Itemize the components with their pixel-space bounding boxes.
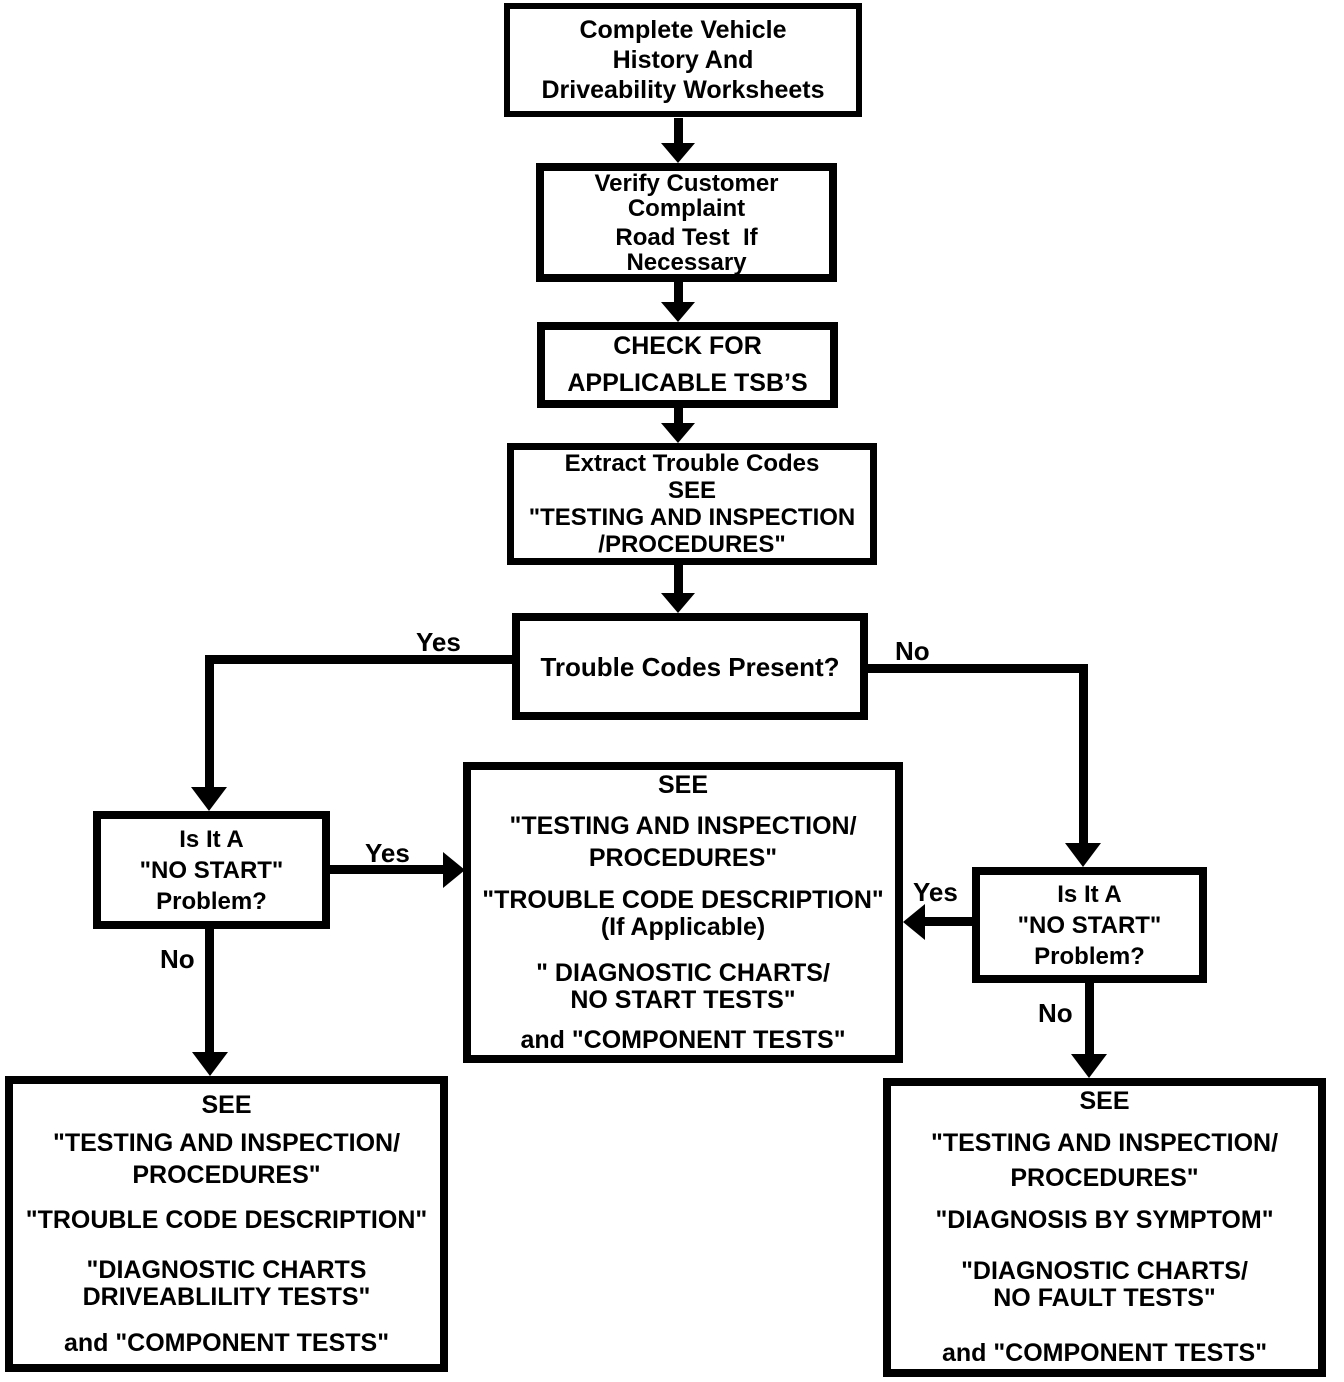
box-line: SEE — [657, 770, 709, 799]
label-no-left: No — [160, 944, 195, 974]
box-line: /PROCEDURES" — [598, 531, 786, 558]
arrow-down-icon — [1065, 843, 1101, 867]
box-complete-vehicle-history: Complete Vehicle History And Driveabilit… — [504, 3, 862, 117]
box-line: Problem? — [1034, 942, 1145, 970]
box-line: CHECK FOR — [613, 332, 762, 360]
connector-line — [925, 917, 972, 926]
label-yes-left: Yes — [365, 838, 410, 868]
box-line: SEE — [1079, 1087, 1130, 1115]
arrow-down-icon — [661, 593, 695, 613]
arrow-down-icon — [1071, 1054, 1107, 1078]
box-line: "TESTING AND INSPECTION — [528, 504, 856, 531]
box-see-driveability-tests: SEE "TESTING AND INSPECTION/ PROCEDURES"… — [5, 1076, 448, 1372]
box-line: SEE — [201, 1090, 252, 1119]
box-line: "TROUBLE CODE DESCRIPTION" — [25, 1205, 428, 1234]
box-line: Extract Trouble Codes — [564, 450, 820, 477]
arrow-down-icon — [661, 302, 695, 322]
box-line: "DIAGNOSTIC CHARTS — [86, 1255, 367, 1284]
box-line: Complete Vehicle — [579, 16, 787, 44]
box-line: History And — [612, 46, 754, 74]
box-line: Complaint — [627, 194, 746, 222]
box-line: (If Applicable) — [600, 912, 766, 941]
box-verify-customer-complaint: Verify Customer Complaint Road Test If N… — [536, 163, 837, 282]
arrow-down-icon — [191, 787, 227, 811]
label-yes-codes: Yes — [416, 627, 461, 657]
connector-line — [205, 929, 214, 1057]
connector-line — [330, 865, 445, 874]
box-see-no-fault-tests: SEE "TESTING AND INSPECTION/ PROCEDURES"… — [883, 1078, 1326, 1377]
box-line: and "COMPONENT TESTS" — [520, 1025, 846, 1054]
connector-line — [674, 118, 683, 146]
decision-trouble-codes-present: Trouble Codes Present? — [512, 613, 868, 720]
box-line: PROCEDURES" — [588, 843, 778, 872]
box-line: Verify Customer — [594, 169, 779, 197]
box-line: "TESTING AND INSPECTION/ — [52, 1128, 401, 1157]
box-line: "DIAGNOSTIC CHARTS/ — [961, 1257, 1248, 1285]
arrow-down-icon — [661, 143, 695, 163]
connector-line — [1085, 983, 1094, 1056]
box-line: "NO START" — [1017, 911, 1162, 939]
arrow-left-icon — [903, 904, 925, 940]
connector-line — [868, 664, 1088, 673]
connector-line — [674, 408, 683, 426]
box-line: and "COMPONENT TESTS" — [941, 1339, 1268, 1367]
connector-line — [674, 565, 683, 595]
decision-no-start-left: Is It A "NO START" Problem? — [93, 811, 330, 929]
label-no-codes: No — [895, 636, 930, 666]
box-line: Is It A — [179, 825, 244, 853]
arrow-down-icon — [192, 1052, 228, 1076]
label-yes-right: Yes — [913, 877, 958, 907]
box-line: PROCEDURES" — [132, 1160, 321, 1189]
box-line: Is It A — [1057, 880, 1122, 908]
box-line: "DIAGNOSIS BY SYMPTOM" — [935, 1206, 1274, 1234]
label-no-right: No — [1038, 998, 1073, 1028]
connector-line — [1079, 664, 1088, 845]
box-line: Trouble Codes Present? — [540, 651, 840, 682]
box-line: "TROUBLE CODE DESCRIPTION" — [482, 885, 884, 914]
box-line: DRIVEABLILITY TESTS" — [82, 1282, 371, 1311]
box-line: Problem? — [156, 887, 267, 915]
box-line: "TESTING AND INSPECTION/ — [930, 1129, 1279, 1157]
connector-line — [205, 655, 214, 790]
box-line: PROCEDURES" — [1010, 1164, 1199, 1192]
decision-no-start-right: Is It A "NO START" Problem? — [972, 867, 1207, 983]
box-line: Necessary — [626, 248, 747, 276]
box-extract-trouble-codes: Extract Trouble Codes SEE "TESTING AND I… — [507, 443, 877, 565]
box-see-no-start-tests: SEE "TESTING AND INSPECTION/ PROCEDURES"… — [463, 762, 903, 1063]
box-line: and "COMPONENT TESTS" — [63, 1328, 390, 1357]
box-line: APPLICABLE TSB’S — [567, 369, 808, 397]
box-line: Road Test If — [615, 223, 758, 251]
box-line: "NO START" — [139, 856, 284, 884]
connector-line — [674, 282, 683, 304]
box-line: NO FAULT TESTS" — [993, 1284, 1216, 1312]
box-line: " DIAGNOSTIC CHARTS/ — [536, 958, 830, 987]
box-line: SEE — [667, 477, 717, 504]
connector-line — [210, 655, 512, 664]
box-line: NO START TESTS" — [570, 985, 796, 1014]
arrow-right-icon — [443, 852, 465, 888]
box-check-tsbs: CHECK FOR APPLICABLE TSB’S — [537, 322, 838, 408]
arrow-down-icon — [661, 423, 695, 443]
box-line: "TESTING AND INSPECTION/ — [509, 811, 857, 840]
box-line: Driveability Worksheets — [541, 76, 825, 104]
